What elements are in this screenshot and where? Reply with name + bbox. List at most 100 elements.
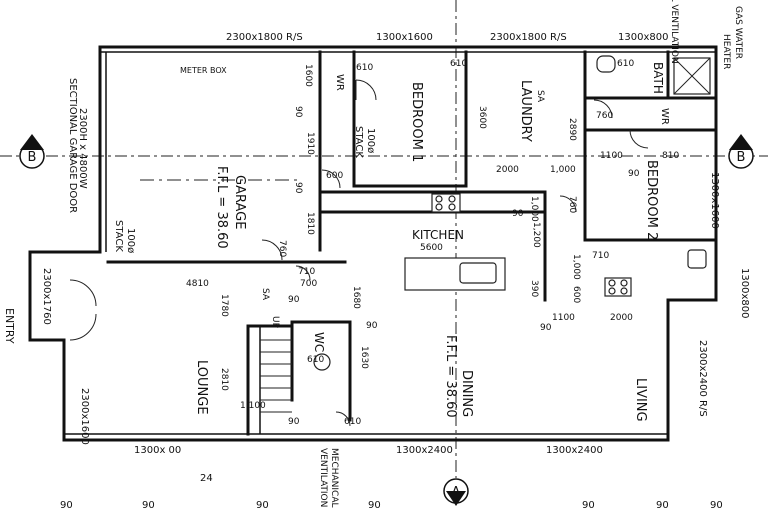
window-label-lounge: 2300x1600	[79, 388, 90, 445]
dim-1100-b: 1100	[552, 313, 575, 323]
cooktop-kitchen	[431, 193, 461, 213]
dim-610-b: 610	[450, 59, 467, 69]
room-label-lounge: LOUNGE	[194, 360, 209, 415]
window-label-top-4: 1300x800	[618, 32, 668, 43]
dim-90-b: 90	[293, 182, 303, 194]
room-label-entry: ENTRY	[3, 308, 16, 344]
room-label-kitchen: KITCHEN	[412, 228, 464, 242]
dim-3600: 3600	[477, 106, 487, 129]
note-sa-lounge: SA	[260, 288, 270, 301]
dim-5600: 5600	[420, 243, 443, 253]
bath-toilet	[596, 55, 616, 73]
room-label-bedroom1: BEDROOM 1	[409, 82, 424, 162]
dim-1000-a: 1,000	[550, 165, 576, 175]
dim-1100-a: 1100	[600, 151, 623, 161]
note-up: UP	[270, 316, 280, 329]
room-label-garage-ffl: F.F.L = 38.60	[214, 166, 229, 249]
window-label-top-1: 2300x1800 R/S	[226, 32, 303, 43]
dim-1630: 1630	[359, 346, 369, 369]
grid-label-3: 90	[256, 500, 269, 511]
grid-label-7: 90	[710, 500, 723, 511]
dim-1780: 1780	[219, 294, 229, 317]
dim-610-e: 610	[344, 417, 361, 427]
dim-760-a: 760	[596, 111, 613, 121]
dim-90-f: 90	[540, 323, 552, 333]
dim-90-d: 90	[628, 169, 640, 179]
walls	[28, 45, 718, 442]
room-label-dining: DINING	[459, 370, 474, 417]
window-label-right-1: 1300x1600	[709, 172, 720, 229]
note-wr-a: WR	[334, 74, 345, 91]
dim-810: 810	[662, 151, 679, 161]
door-swings	[69, 79, 649, 427]
grid-label-1: 90	[60, 500, 73, 511]
dim-1000-b: 1,000	[529, 196, 539, 222]
room-label-wc: WC	[312, 332, 326, 352]
dim-1680: 1680	[351, 286, 361, 309]
window-label-bottom-3: 1300x2400	[546, 445, 603, 456]
note-page-number: 24	[200, 473, 213, 484]
note-stack-bed1-dia: 100ø	[365, 128, 376, 153]
note-mech-vent-bottom-2: VENTILATION	[318, 448, 328, 507]
dim-710-b: 710	[592, 251, 609, 261]
note-stack-bed1: STACK	[353, 126, 364, 158]
dim-90-h: 90	[288, 417, 300, 427]
wc-toilet	[313, 353, 331, 371]
dim-610-d: 610	[307, 355, 324, 365]
window-label-bottom-1: 1300x 00	[134, 445, 181, 456]
note-gas-water: GAS WATER	[733, 6, 743, 59]
dim-2890: 2890	[567, 118, 577, 141]
note-wr-b: WR	[659, 108, 670, 125]
dim-1910: 1910	[305, 132, 315, 155]
note-stack-garage-dia: 100ø	[125, 228, 136, 253]
dim-710-a: 710	[298, 267, 315, 277]
dim-90-a: 90	[293, 106, 303, 118]
note-stack-garage: STACK	[113, 220, 124, 252]
dim-390: 390	[529, 280, 539, 297]
window-label-entry: 2300x1760	[41, 268, 52, 325]
window-label-top-2: 1300x1600	[376, 32, 433, 43]
section-label-b-left: B	[28, 150, 37, 165]
dim-610-c: 610	[617, 59, 634, 69]
room-label-laundry: LAUNDRY	[518, 80, 533, 142]
note-garage-door-size: 2300H x 4800W	[77, 108, 88, 189]
note-mech-vent-bottom-1: MECHANICAL	[329, 448, 339, 508]
room-label-living: LIVING	[633, 378, 648, 422]
window-label-right-3: 2300x2400 R/S	[697, 340, 708, 417]
dim-1810: 1810	[305, 212, 315, 235]
dim-2000-b: 2000	[610, 313, 633, 323]
room-label-bedroom2: BEDROOM 2	[644, 160, 659, 240]
grid-label-6: 90	[656, 500, 669, 511]
grid-label-2: 90	[142, 500, 155, 511]
grid-label-4: 90	[368, 500, 381, 511]
room-label-bath: BATH	[651, 62, 665, 94]
note-meter-box: METER BOX	[180, 66, 227, 75]
dim-90-e: 90	[288, 295, 300, 305]
note-mech-vent-top: MECHANICAL VENTILATION	[669, 0, 679, 64]
dim-700: 700	[300, 279, 317, 289]
room-label-dining-ffl: F.F.L = 38.60	[443, 335, 458, 418]
dim-4810: 4810	[186, 279, 209, 289]
dimensions: 610 610 610 610 610 1600 90 90 90 90 90 …	[186, 59, 679, 427]
window-label-top-3: 2300x1800 R/S	[490, 32, 567, 43]
kitchen-sink	[459, 262, 497, 284]
window-label-bottom-2: 1300x2400	[396, 445, 453, 456]
dim-600: 600	[326, 171, 343, 181]
window-label-right-2: 1300x800	[739, 268, 750, 318]
grid-label-5: 90	[582, 500, 595, 511]
bedroom2-basin	[687, 249, 707, 269]
dim-1000-c: 1,000	[571, 254, 581, 280]
dim-1100-c: 1,100	[240, 401, 266, 411]
dim-1200: 1,200	[531, 222, 541, 248]
bottom-grid-labels: 90 90 90 90 90 90 90	[60, 500, 723, 511]
cooktop-bedroom2	[604, 277, 632, 297]
stair-treads	[260, 339, 292, 413]
dim-610-a: 610	[356, 63, 373, 73]
note-garage-door-type: SECTIONAL GARAGE DOOR	[67, 78, 78, 213]
dim-2000-a: 2000	[496, 165, 519, 175]
dim-90-c: 90	[512, 209, 524, 219]
dim-90-g: 90	[366, 321, 378, 331]
note-heater: HEATER	[721, 34, 731, 69]
